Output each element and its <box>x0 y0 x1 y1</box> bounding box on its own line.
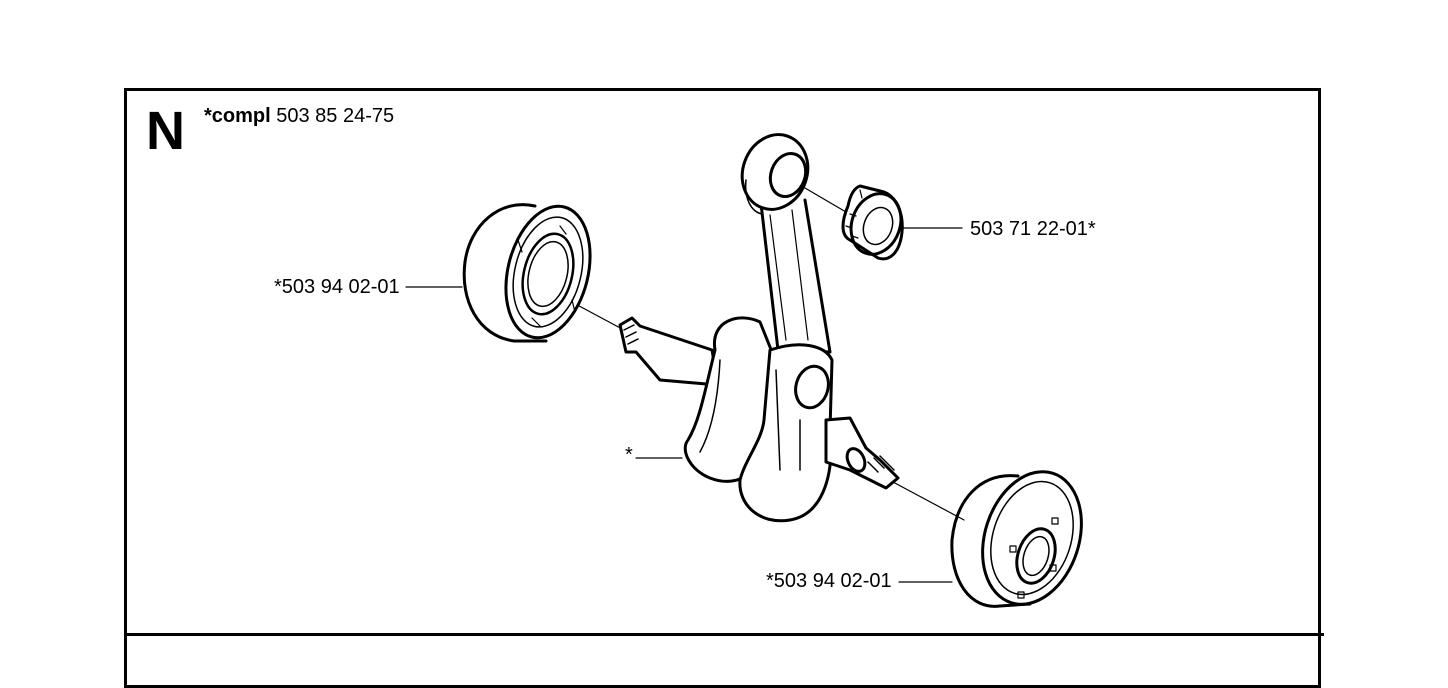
connecting-rod <box>740 133 832 354</box>
main-bearing-left <box>462 203 592 343</box>
main-bearing-right <box>950 470 1083 608</box>
crankshaft-label: * <box>625 444 633 466</box>
compl-prefix: *compl <box>204 105 271 127</box>
bearing-right-label: *503 94 02-01 <box>766 570 892 592</box>
bearing-left-label: *503 94 02-01 <box>274 276 400 298</box>
crankshaft <box>618 316 900 523</box>
needle-bearing-label: 503 71 22-01* <box>970 218 1096 240</box>
compl-part-number: 503 85 24-75 <box>276 105 395 127</box>
needle-bearing <box>841 184 904 261</box>
leader-lines <box>405 187 965 583</box>
section-letter: N <box>146 101 185 161</box>
crankshaft-exploded-drawing <box>405 133 1083 608</box>
bottom-divider <box>124 633 1324 636</box>
compl-heading: *compl 503 85 24-75 <box>204 106 394 126</box>
